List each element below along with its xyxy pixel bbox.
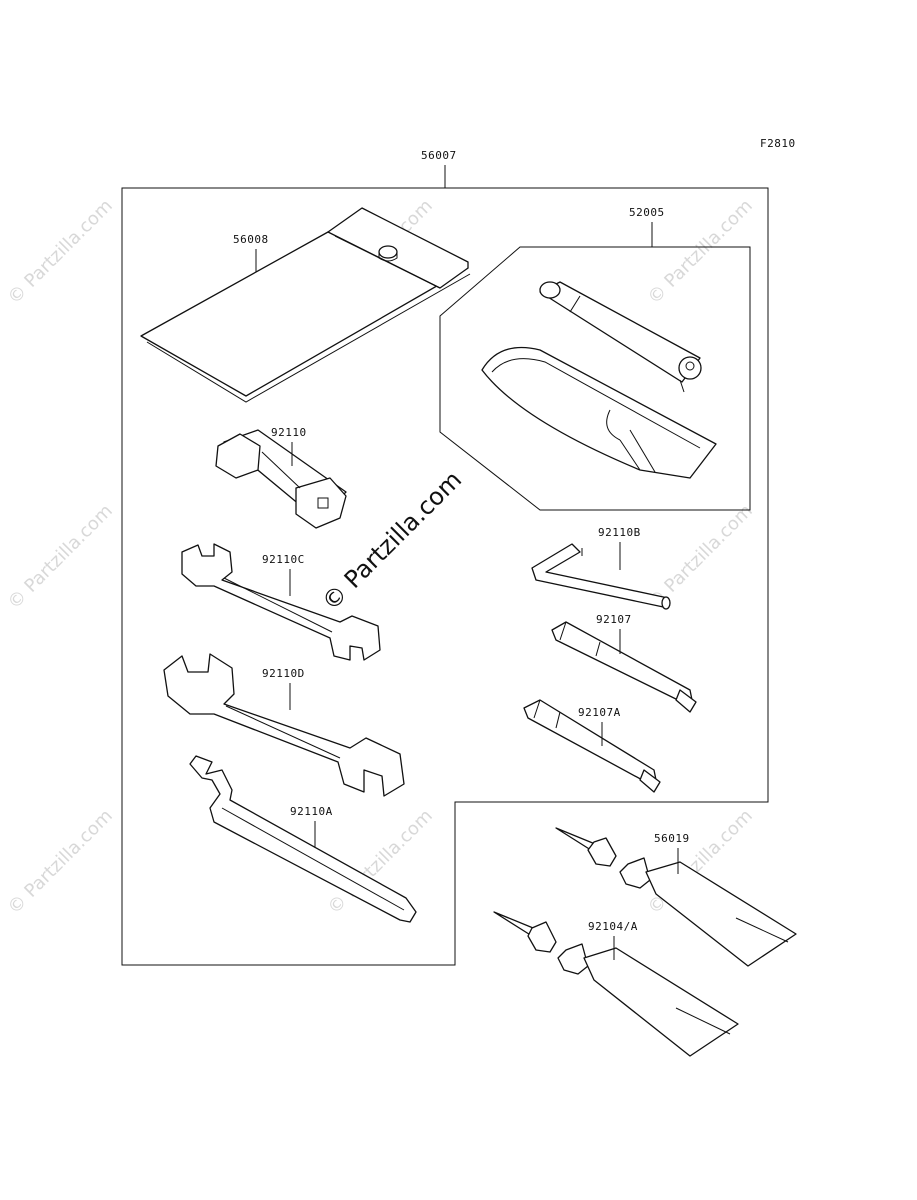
label-pump-kit: 52005 xyxy=(629,206,665,219)
wrench-c[interactable] xyxy=(181,543,381,661)
pump-kit-outline xyxy=(439,246,751,511)
watermark-text: © Partzilla.com xyxy=(4,500,117,613)
adhesive-tube[interactable] xyxy=(493,911,739,1057)
screwdriver[interactable] xyxy=(551,621,697,713)
label-grease-tube: 56019 xyxy=(654,832,690,845)
plug-wrench[interactable] xyxy=(215,429,347,529)
label-hook-wrench: 92110A xyxy=(290,805,333,818)
pump-cylinder[interactable] xyxy=(539,281,702,393)
label-wrench-d: 92110D xyxy=(262,667,305,680)
figure-code: F2810 xyxy=(760,137,796,150)
label-plug-wrench: 92110 xyxy=(271,426,307,439)
watermark-text: © Partzilla.com xyxy=(4,805,117,918)
wrench-d[interactable] xyxy=(163,653,405,797)
label-kit: 56007 xyxy=(421,149,457,162)
label-wrench-c: 92110C xyxy=(262,553,305,566)
kit-outline xyxy=(121,187,769,966)
repair-pouch[interactable] xyxy=(481,346,717,479)
label-hex-key: 92110B xyxy=(598,526,641,539)
label-screwdriver-a: 92107A xyxy=(578,706,621,719)
screwdriver-a[interactable] xyxy=(523,699,661,793)
grease-tube[interactable] xyxy=(555,827,797,967)
hook-wrench[interactable] xyxy=(189,755,417,923)
label-bag: 56008 xyxy=(233,233,269,246)
label-screwdriver: 92107 xyxy=(596,613,632,626)
tool-bag[interactable] xyxy=(140,207,471,403)
hex-key[interactable] xyxy=(531,543,671,610)
label-adhesive-tube: 92104/A xyxy=(588,920,638,933)
watermark-text: © Partzilla.com xyxy=(4,195,117,308)
